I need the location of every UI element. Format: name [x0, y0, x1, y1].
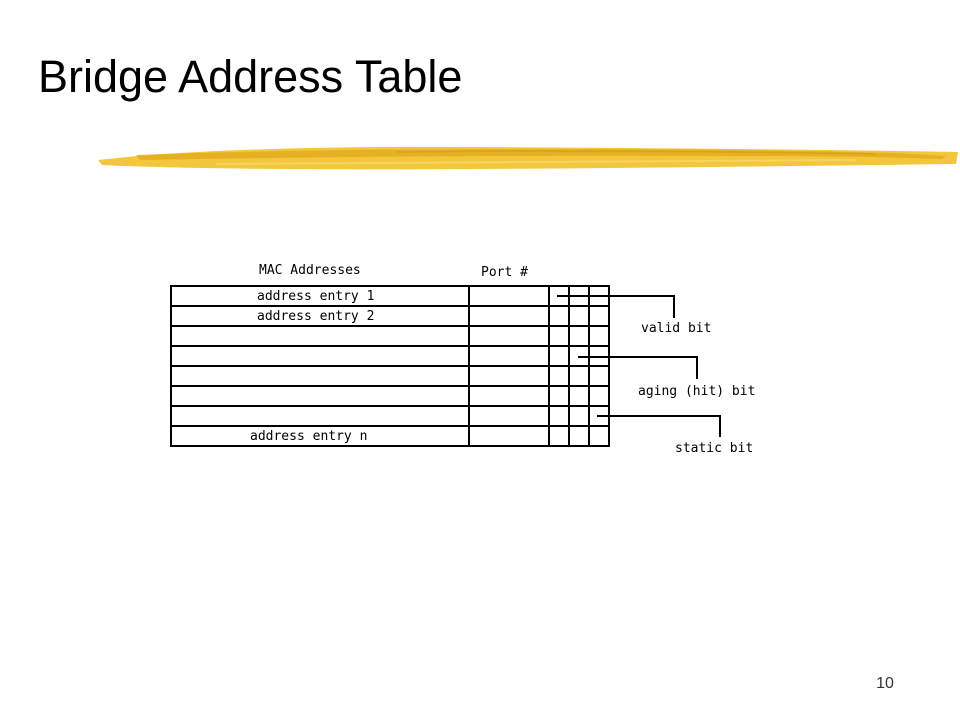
address-entry-1: address entry 1 [257, 289, 374, 304]
aging-hit-bit-label: aging (hit) bit [638, 384, 755, 399]
table-row [170, 425, 610, 447]
valid-bit-connector [557, 295, 675, 318]
address-entry-n: address entry n [250, 429, 367, 444]
port-number-header: Port # [481, 265, 528, 280]
address-table [170, 285, 610, 447]
aging-bit-connector [578, 356, 698, 379]
callout-connectors [557, 295, 721, 437]
table-row [170, 365, 610, 387]
table-row [170, 345, 610, 367]
table-row [170, 305, 610, 327]
table-row [170, 385, 610, 407]
table-row [170, 285, 610, 307]
valid-bit-label: valid bit [641, 321, 711, 336]
static-bit-connector [597, 415, 721, 437]
static-bit-label: static bit [675, 441, 753, 456]
mac-addresses-header: MAC Addresses [259, 263, 361, 278]
table-row [170, 325, 610, 347]
address-entry-2: address entry 2 [257, 309, 374, 324]
slide-title: Bridge Address Table [38, 51, 463, 102]
table-row [170, 405, 610, 427]
title-underline-brush-stroke [98, 146, 958, 170]
page-number: 10 [876, 675, 894, 692]
